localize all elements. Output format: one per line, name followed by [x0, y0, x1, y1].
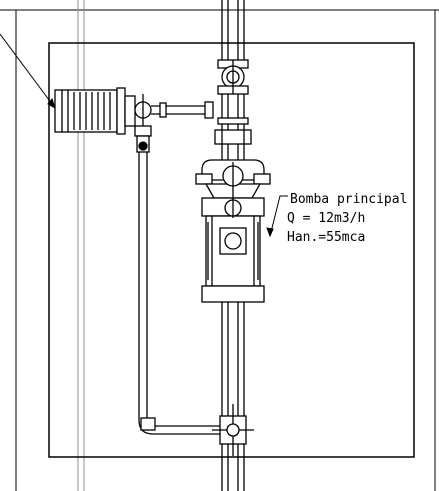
main-discharge-valve: [217, 59, 249, 95]
main-pump-head: [195, 159, 271, 199]
secondary-check-valve: [136, 135, 150, 153]
main-pump-annotation: Bomba principal Q = 12m3/h Han.=55mca: [287, 192, 407, 245]
annotation-title: Bomba principal: [290, 192, 407, 207]
reference-guide-lines: [77, 0, 85, 491]
annotation-head: Han.=55mca: [287, 230, 365, 245]
leader-line-secondary-pump: [0, 33, 56, 110]
secondary-suction-pipe: [138, 152, 148, 420]
annotation-leader: [266, 195, 288, 238]
main-column-coupling: [214, 117, 252, 145]
secondary-pump-motor: [54, 87, 152, 137]
pump-pit-outline: [48, 42, 415, 458]
main-pump-motor: [201, 197, 265, 303]
main-suction-valve: [212, 404, 254, 456]
main-suction-pipe: [221, 302, 245, 491]
annotation-flow: Q = 12m3/h: [287, 211, 365, 226]
main-discharge-column: [221, 0, 245, 162]
drawing-frame: [0, 9, 439, 491]
secondary-discharge-pipe: [151, 101, 214, 119]
bottom-connection-pipe: [138, 417, 222, 435]
